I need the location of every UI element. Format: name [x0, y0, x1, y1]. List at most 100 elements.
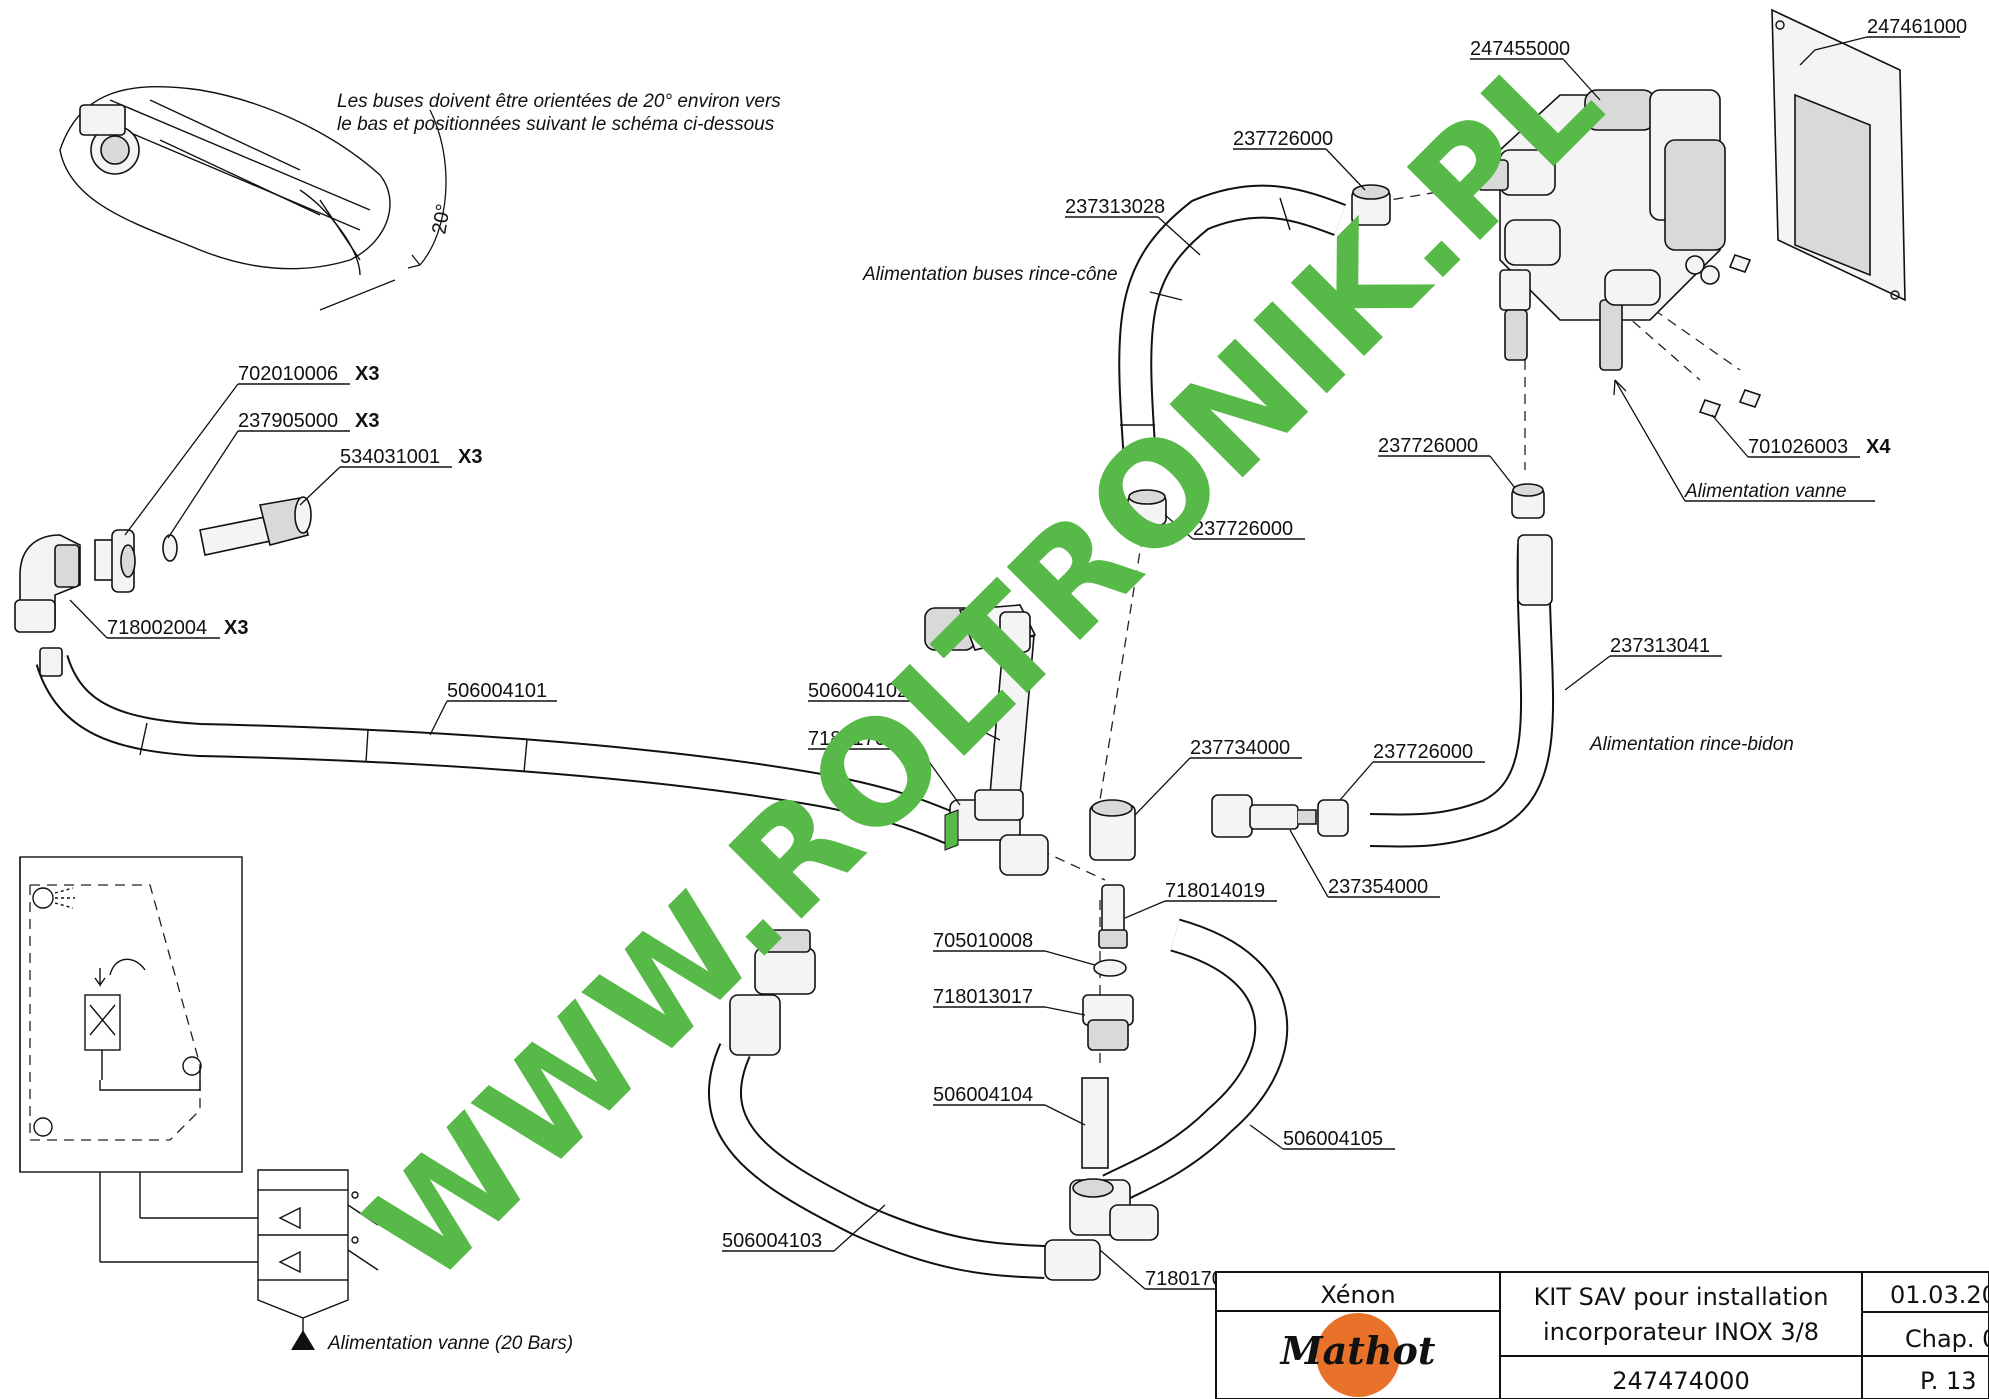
svg-text:237354000: 237354000 — [1328, 876, 1428, 898]
clamp-237726000-top — [1351, 184, 1391, 226]
valve-supply-20bar-label: Alimentation vanne (20 Bars) — [327, 1333, 573, 1354]
svg-text:X3: X3 — [355, 363, 379, 385]
svg-text:702010006: 702010006 — [238, 363, 338, 385]
label-237313028: 237313028 — [1065, 196, 1201, 256]
nut-237734000 — [1089, 799, 1136, 861]
svg-text:237905000: 237905000 — [238, 410, 338, 432]
model-name: Xénon — [1320, 1281, 1395, 1309]
adapter-718013017 — [1082, 994, 1134, 1051]
label-506004104: 506004104 — [933, 1084, 1086, 1126]
svg-text:705010008: 705010008 — [933, 930, 1033, 952]
svg-text:237726000: 237726000 — [1378, 435, 1478, 457]
svg-text:718013017: 718013017 — [933, 986, 1033, 1008]
label-237905000: 237905000 X3 — [167, 410, 379, 539]
tube-506004104 — [1081, 1077, 1109, 1169]
hose-506004103 — [708, 1043, 1046, 1279]
clamp-237726000-mid — [1127, 489, 1167, 526]
tee-718017013-top — [944, 789, 1049, 876]
label-702010006: 702010006 X3 — [124, 363, 379, 536]
label-237313041: 237313041 — [1564, 635, 1722, 691]
washer-705010008 — [1093, 959, 1127, 977]
elbow-left-lower — [729, 929, 816, 1056]
screws-701026003 — [1698, 254, 1762, 418]
rinse-can-supply-label: Alimentation rince-bidon — [1589, 734, 1794, 755]
angle-label: 20° — [428, 202, 455, 236]
hose-506004105 — [1102, 918, 1289, 1206]
oring-237905000 — [162, 534, 178, 562]
svg-text:247455000: 247455000 — [1470, 38, 1570, 60]
nozzle-note-line1: Les buses doivent être orientées de 20° … — [337, 91, 781, 112]
svg-text:X3: X3 — [458, 446, 482, 468]
svg-text:534031001: 534031001 — [340, 446, 440, 468]
title-line2: incorporateur INOX 3/8 — [1543, 1318, 1819, 1346]
hose-237313028 — [1118, 184, 1346, 462]
date: 01.03.20 — [1890, 1281, 1989, 1309]
label-705010008: 705010008 — [933, 930, 1096, 966]
fitting-cap-top — [924, 604, 1037, 653]
label-506004105: 506004105 — [1249, 1124, 1395, 1150]
svg-text:Alimentation vanne: Alimentation vanne — [1684, 481, 1847, 502]
kit-reference: 247474000 — [1612, 1367, 1749, 1395]
label-237354000: 237354000 — [1289, 829, 1440, 898]
nut-702010006 — [94, 529, 136, 593]
hydraulic-schematic — [19, 856, 379, 1350]
watermark-text: WWW.ROLTRONIK.PL — [337, 19, 1632, 1314]
page-number: P. 13 — [1920, 1367, 1977, 1395]
label-506004101: 506004101 — [429, 680, 557, 736]
svg-text:506004104: 506004104 — [933, 1084, 1033, 1106]
nozzle-note-line2: le bas et positionnées suivant le schéma… — [337, 114, 775, 135]
svg-text:718002004: 718002004 — [107, 617, 207, 639]
elbow-718002004 — [14, 534, 81, 633]
label-alimentation-vanne: Alimentation vanne — [1613, 379, 1875, 502]
tube-stub — [1517, 534, 1553, 606]
svg-text:X4: X4 — [1866, 436, 1891, 458]
svg-text:237726000: 237726000 — [1373, 741, 1473, 763]
valve-block-247455000 — [1477, 89, 1726, 371]
nozzle-534031001 — [199, 496, 312, 556]
svg-text:237726000: 237726000 — [1233, 128, 1333, 150]
connector-237354000 — [1211, 794, 1317, 838]
label-247461000: 247461000 — [1799, 16, 1967, 66]
svg-text:237313028: 237313028 — [1065, 196, 1165, 218]
label-237726000-d: 237726000 — [1339, 741, 1485, 801]
svg-text:237734000: 237734000 — [1190, 737, 1290, 759]
hose-end — [39, 647, 63, 677]
label-718002004: 718002004 X3 — [69, 599, 248, 639]
nozzle-orientation-sketch — [59, 85, 447, 311]
title-block: Xénon Mathot KIT SAV pour installation i… — [1215, 1271, 1989, 1399]
hose-506004101 — [35, 654, 962, 846]
brand-logo-circle — [1316, 1313, 1400, 1397]
label-237726000-a: 237726000 — [1233, 128, 1366, 191]
svg-text:237313041: 237313041 — [1610, 635, 1710, 657]
title-line1: KIT SAV pour installation — [1534, 1283, 1829, 1311]
bracket-247461000 — [1771, 8, 1906, 302]
label-237734000: 237734000 — [1134, 737, 1302, 816]
label-534031001: 534031001 X3 — [299, 446, 482, 506]
svg-text:X3: X3 — [355, 410, 379, 432]
svg-text:701026003: 701026003 — [1748, 436, 1848, 458]
svg-text:247461000: 247461000 — [1867, 16, 1967, 38]
svg-text:506004105: 506004105 — [1283, 1128, 1383, 1150]
svg-text:718014019: 718014019 — [1165, 880, 1265, 902]
clamp-237726000-right — [1511, 483, 1545, 519]
label-247455000: 247455000 — [1470, 38, 1601, 101]
clamp-237726000-bottom — [1317, 799, 1349, 837]
svg-text:718017013: 718017013 — [808, 728, 908, 750]
svg-text:X3: X3 — [224, 617, 248, 639]
label-718013017: 718013017 — [933, 986, 1086, 1016]
label-718017013-a: 718017013 — [808, 728, 961, 806]
connector-718014019 — [1098, 884, 1128, 949]
rinse-cone-supply-label: Alimentation buses rince-cône — [862, 264, 1118, 285]
svg-text:237726000: 237726000 — [1193, 518, 1293, 540]
svg-text:506004101: 506004101 — [447, 680, 547, 702]
svg-text:506004103: 506004103 — [722, 1230, 822, 1252]
label-506004103: 506004103 — [722, 1204, 886, 1252]
label-237726000-c: 237726000 — [1378, 435, 1516, 489]
svg-text:506004102: 506004102 — [808, 680, 908, 702]
label-506004102: 506004102 — [808, 680, 1001, 741]
brand-logo-text: Mathot — [1279, 1328, 1436, 1373]
tee-718017013-bottom — [1044, 1178, 1159, 1281]
label-237726000-b: 237726000 — [1164, 514, 1305, 540]
chapter: Chap. 0 — [1905, 1325, 1989, 1353]
